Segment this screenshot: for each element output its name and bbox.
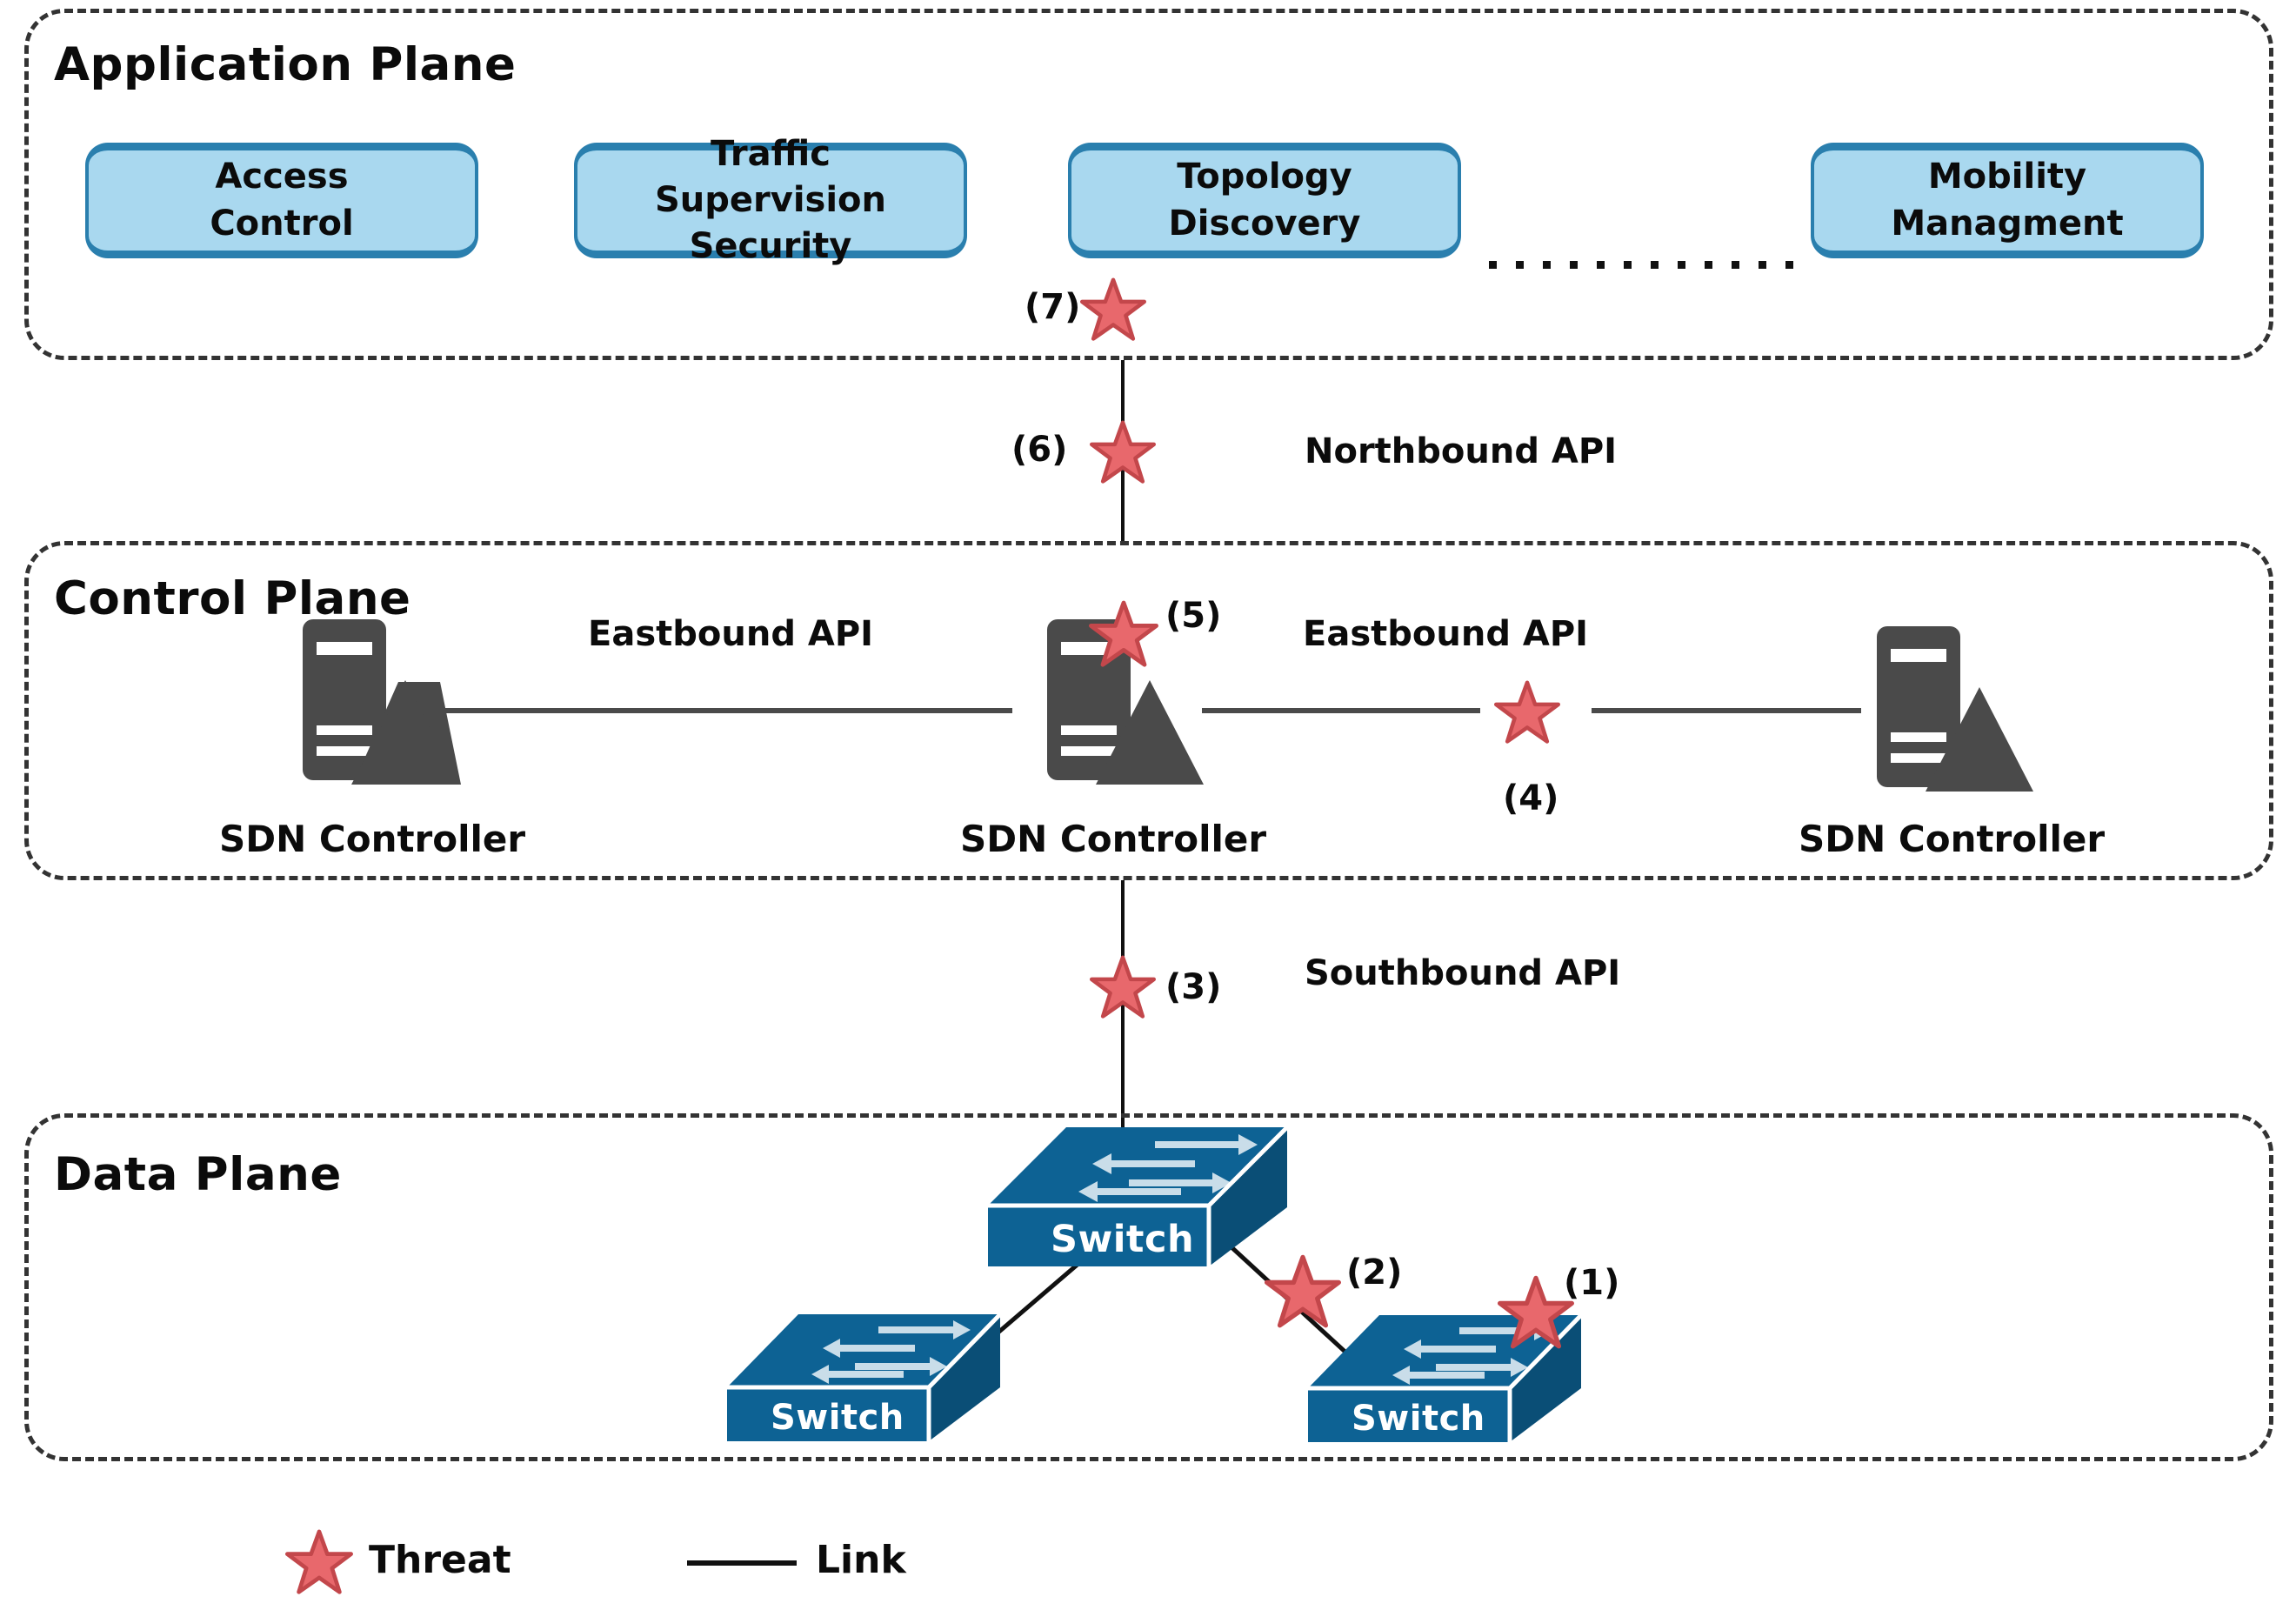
threat-star-icon[interactable] — [1498, 1275, 1574, 1350]
app-box-label: Access Control — [210, 157, 354, 244]
app-box-topology-discovery[interactable]: Topology Discovery — [1068, 143, 1461, 258]
data-plane — [24, 1113, 2273, 1461]
threat-6-label: (6) — [1011, 430, 1068, 470]
threat-star-icon[interactable] — [1090, 420, 1156, 484]
app-box-mobility-managment[interactable]: Mobility Managment — [1811, 143, 2204, 258]
threat-7-label: (7) — [1025, 287, 1081, 327]
threat-star-icon[interactable] — [1089, 600, 1158, 668]
app-box-traffic-supervision-security[interactable]: Traffic Supervision Security — [574, 134, 967, 266]
southbound-api-link — [1121, 880, 1125, 1141]
threat-star-icon[interactable] — [1080, 277, 1146, 342]
threat-star-icon[interactable] — [1494, 680, 1560, 745]
legend-threat-label: Threat — [369, 1538, 511, 1582]
sdn-controller-left-label: SDN Controller — [219, 818, 526, 860]
switch-left-icon[interactable]: Switch — [720, 1309, 1007, 1460]
eastbound-api-left-link — [442, 708, 1012, 713]
threat-3-label: (3) — [1165, 967, 1222, 1007]
sdn-controller-left-icon[interactable] — [296, 614, 461, 788]
threat-2-label: (2) — [1346, 1253, 1403, 1293]
application-plane-title: Application Plane — [54, 38, 517, 91]
threat-4-label: (4) — [1503, 778, 1559, 818]
legend-link-label: Link — [816, 1538, 906, 1582]
control-plane-title: Control Plane — [54, 572, 411, 625]
app-box-label: Topology Discovery — [1168, 157, 1361, 244]
northbound-api-label: Northbound API — [1305, 431, 1618, 471]
application-plane — [24, 9, 2273, 360]
legend-threat-star-icon — [285, 1529, 353, 1594]
threat-star-icon[interactable] — [1090, 955, 1156, 1019]
app-box-label: Mobility Managment — [1891, 157, 2124, 244]
southbound-api-label: Southbound API — [1305, 953, 1621, 993]
sdn-controller-middle-label: SDN Controller — [960, 818, 1267, 860]
sdn-controller-right-label: SDN Controller — [1799, 818, 2106, 860]
control-plane — [24, 541, 2273, 880]
eastbound-api-left-label: Eastbound API — [588, 614, 874, 654]
app-ellipsis-dots — [1489, 261, 1819, 269]
threat-5-label: (5) — [1165, 596, 1222, 636]
threat-star-icon[interactable] — [1265, 1254, 1341, 1329]
app-box-access-control[interactable]: Access Control — [85, 143, 478, 258]
data-plane-title: Data Plane — [54, 1148, 342, 1201]
eastbound-api-right-link-a — [1202, 708, 1480, 713]
app-box-label: Traffic Supervision Security — [654, 133, 887, 267]
eastbound-api-right-link-b — [1592, 708, 1861, 713]
legend-link-line-icon — [687, 1560, 797, 1566]
sdn-controller-right-icon[interactable] — [1870, 621, 2035, 795]
switch-top-icon[interactable]: Switch — [981, 1122, 1294, 1282]
eastbound-api-right-label: Eastbound API — [1303, 614, 1589, 654]
threat-1-label: (1) — [1564, 1263, 1620, 1303]
